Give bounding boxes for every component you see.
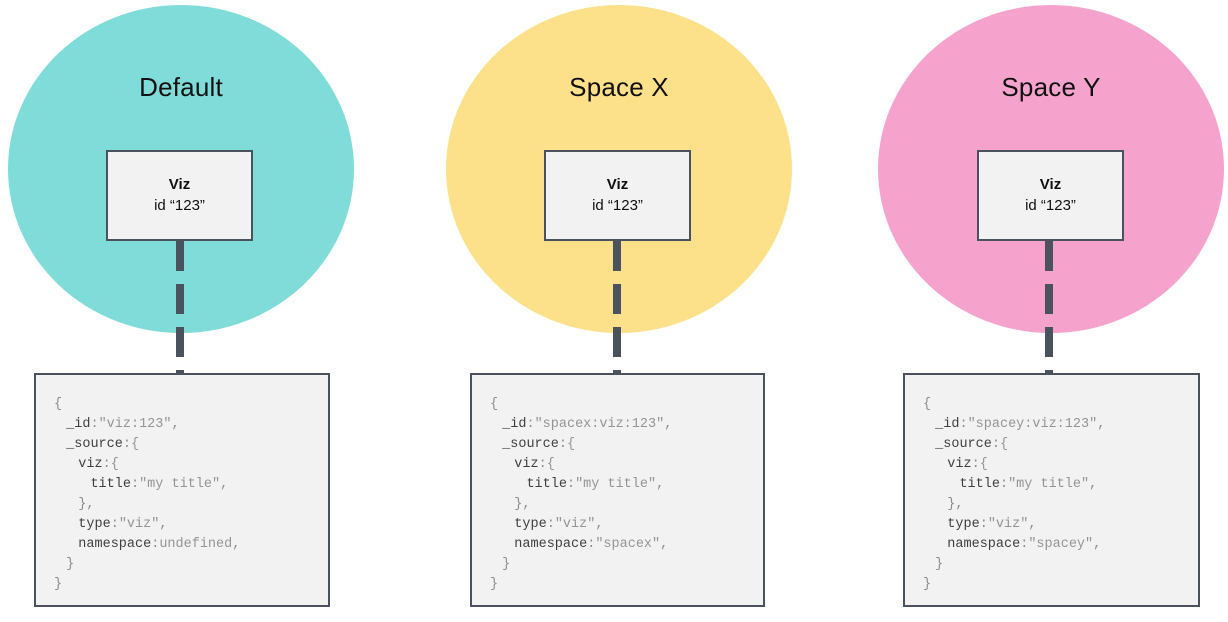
dashed-connector-spacey — [1045, 241, 1053, 373]
space-title-default: Default — [139, 72, 223, 102]
code-line: } — [502, 557, 511, 572]
document-code-default: {_id:"viz:123", _source:{ viz:{ title:"my t… — [54, 395, 328, 595]
document-box-default: {_id:"viz:123", _source:{ viz:{ title:"my t… — [34, 373, 330, 607]
space-column-default: Default Viz id “123” {_id:"viz:123", _sou… — [0, 0, 410, 622]
viz-node-id: id “123” — [1025, 196, 1076, 214]
connector-dash — [1045, 327, 1053, 357]
code-line: } — [490, 577, 499, 592]
space-title-spacey: Space Y — [1001, 72, 1101, 102]
code-line: } — [923, 577, 932, 592]
code-line: }, — [947, 497, 964, 512]
code-line: namespace:undefined, — [78, 537, 241, 552]
code-line: viz:{ — [947, 457, 988, 472]
viz-node-spacey: Viz id “123” — [977, 150, 1124, 241]
code-line: title:"my title", — [90, 477, 229, 492]
code-line: { — [54, 397, 63, 412]
code-line: } — [54, 577, 63, 592]
code-line: { — [923, 397, 932, 412]
code-line: } — [935, 557, 944, 572]
connector-dash — [1045, 241, 1053, 271]
code-line: _source:{ — [502, 437, 576, 452]
connector-dash — [176, 241, 184, 271]
dashed-connector-default — [176, 241, 184, 373]
connector-dash — [613, 241, 621, 271]
code-line: _source:{ — [66, 437, 140, 452]
code-line: _id:"viz:123", — [66, 417, 180, 432]
code-line: title:"my title", — [526, 477, 665, 492]
viz-node-spacex: Viz id “123” — [544, 150, 691, 241]
document-code-spacey: {_id:"spacey:viz:123", _source:{ viz:{ titl… — [923, 395, 1198, 595]
space-title-spacex: Space X — [569, 72, 669, 102]
connector-dash — [1045, 284, 1053, 314]
document-code-spacex: {_id:"spacex:viz:123", _source:{ viz:{ titl… — [490, 395, 763, 595]
viz-node-id: id “123” — [154, 196, 205, 214]
code-line: _source:{ — [935, 437, 1009, 452]
viz-node-title: Viz — [606, 176, 629, 194]
connector-dash — [176, 327, 184, 357]
code-line: _id:"spacex:viz:123", — [502, 417, 673, 432]
connector-dash — [613, 327, 621, 357]
code-line: title:"my title", — [959, 477, 1098, 492]
document-box-spacey: {_id:"spacey:viz:123", _source:{ viz:{ titl… — [903, 373, 1200, 607]
code-line: type:"viz", — [514, 517, 604, 532]
connector-dash — [613, 370, 621, 373]
code-line: { — [490, 397, 499, 412]
connector-dash — [613, 284, 621, 314]
code-line: namespace:"spacex", — [514, 537, 669, 552]
connector-dash — [176, 284, 184, 314]
space-column-spacey: Space Y Viz id “123” — [869, 0, 1228, 622]
code-line: type:"viz", — [947, 517, 1037, 532]
code-line: namespace:"spacey", — [947, 537, 1102, 552]
connector-dash — [176, 370, 184, 373]
dashed-connector-spacex — [613, 241, 621, 373]
code-line: type:"viz", — [78, 517, 168, 532]
space-column-spacex: Space X Viz id “123” — [437, 0, 847, 622]
viz-node-default: Viz id “123” — [106, 150, 253, 241]
code-line: _id:"spacey:viz:123", — [935, 417, 1106, 432]
viz-node-title: Viz — [168, 176, 191, 194]
code-line: } — [66, 557, 75, 572]
document-box-spacex: {_id:"spacex:viz:123", _source:{ viz:{ titl… — [470, 373, 765, 607]
code-line: }, — [78, 497, 95, 512]
code-line: }, — [514, 497, 531, 512]
viz-node-title: Viz — [1039, 176, 1062, 194]
code-line: viz:{ — [78, 457, 119, 472]
viz-node-id: id “123” — [592, 196, 643, 214]
code-line: viz:{ — [514, 457, 555, 472]
connector-dash — [1045, 370, 1053, 373]
